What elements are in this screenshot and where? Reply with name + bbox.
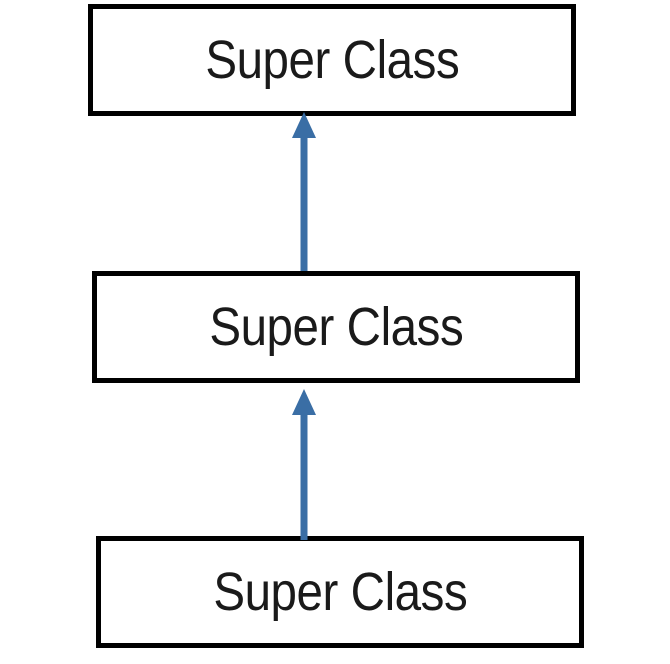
class-box-label: Super Class [212, 562, 467, 622]
arrow-head-icon [292, 389, 316, 415]
class-box-middle: Super Class [92, 271, 580, 383]
arrow-middle-to-top [292, 112, 316, 271]
class-box-bottom: Super Class [96, 536, 584, 648]
class-box-label: Super Class [208, 297, 463, 357]
class-box-top: Super Class [88, 4, 576, 116]
class-box-label: Super Class [204, 30, 459, 90]
arrow-bottom-to-middle [292, 389, 316, 540]
